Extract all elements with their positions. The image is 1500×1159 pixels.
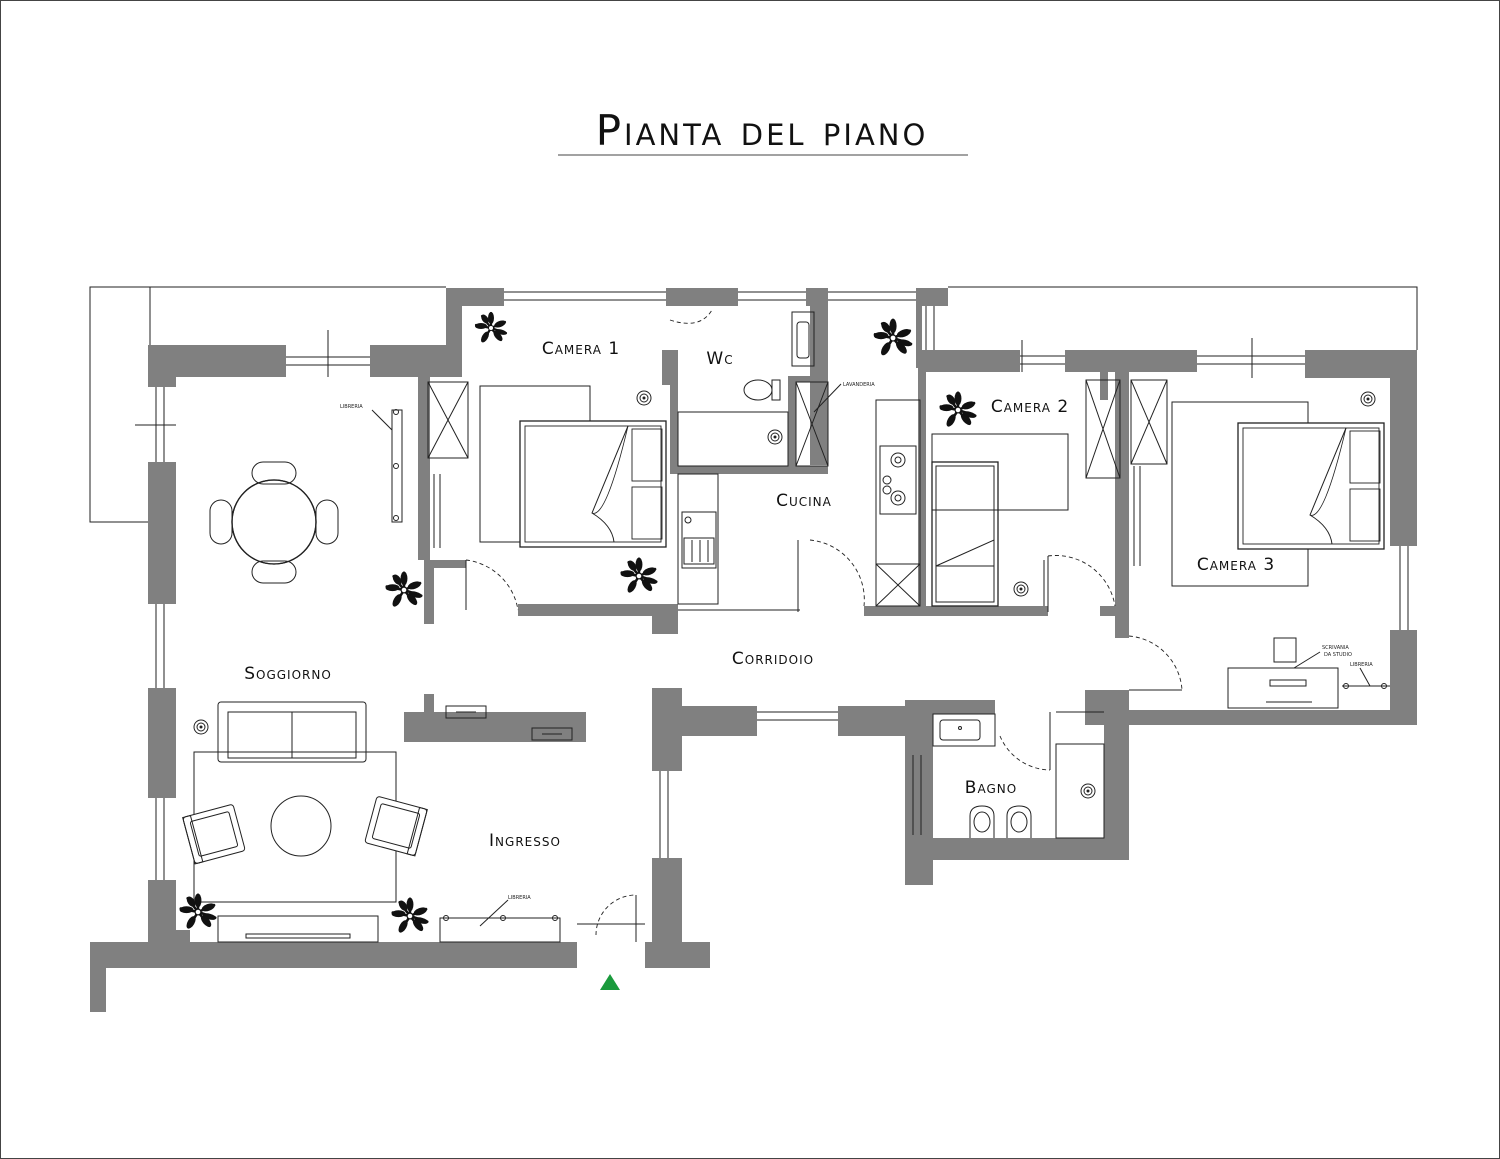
room-label-corridoio: Corridoio — [732, 649, 814, 669]
lavanderia-label: LAVANDERIA — [843, 382, 875, 388]
scrivania-label: SCRIVANIA — [1322, 645, 1349, 651]
room-label-ingresso: Ingresso — [489, 831, 561, 851]
wardrobes — [427, 379, 1168, 607]
libreria-camera3-label: LIBRERIA — [1350, 662, 1373, 668]
plant-icon — [178, 310, 979, 936]
room-label-camera1: Camera 1 — [542, 339, 620, 359]
room-label-soggiorno: Soggiorno — [244, 664, 332, 684]
walls — [90, 288, 1417, 1012]
page-title: Pianta del piano — [596, 106, 929, 155]
living-area — [182, 701, 428, 943]
camera3-furniture: SCRIVANIA DA STUDIO LIBRERIA — [1133, 391, 1390, 709]
scrivania-label-2: DA STUDIO — [1324, 652, 1352, 658]
room-label-bagno: Bagno — [965, 778, 1017, 798]
dining-area: LIBRERIA — [209, 404, 403, 584]
room-label-wc: Wc — [706, 349, 733, 369]
ingresso-furniture: LIBRERIA — [439, 705, 573, 943]
camera2-furniture — [931, 433, 1069, 607]
windows — [135, 291, 1409, 880]
libreria-ingresso-label: LIBRERIA — [508, 895, 531, 901]
room-label-camera3: Camera 3 — [1197, 555, 1275, 575]
camera1-furniture — [433, 385, 667, 548]
room-labels: Camera 1 Wc Cucina Camera 2 Camera 3 Sog… — [244, 339, 1275, 851]
terraces — [89, 286, 1418, 523]
bagno-fixtures — [932, 711, 1105, 839]
wc-fixtures — [677, 311, 815, 467]
libreria-soggiorno-label: LIBRERIA — [340, 404, 363, 410]
room-label-camera2: Camera 2 — [991, 397, 1069, 417]
doors — [465, 309, 1183, 942]
cucina-fixtures — [677, 399, 921, 611]
entrance-arrow-icon — [600, 974, 620, 990]
room-label-cucina: Cucina — [776, 491, 832, 511]
